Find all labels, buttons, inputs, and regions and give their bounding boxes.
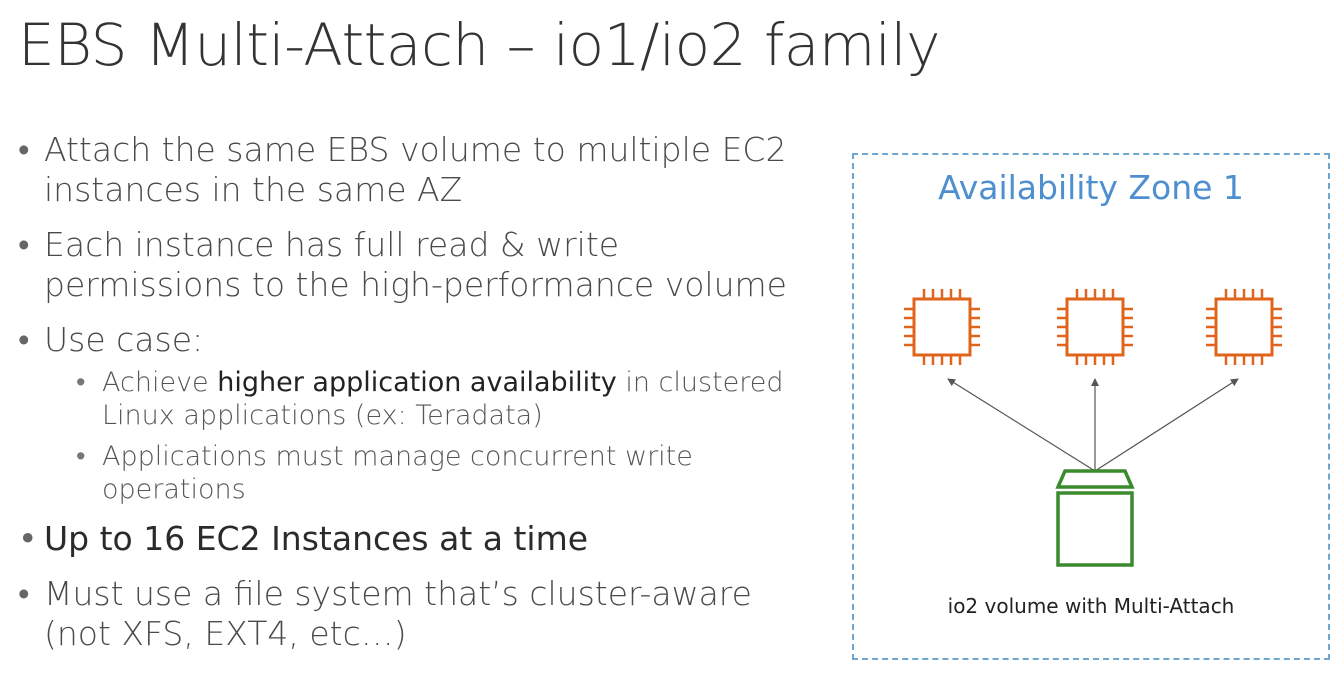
volume-caption: io2 volume with Multi-Attach	[947, 594, 1235, 618]
sub-bullet-availability-emphasis: higher application availability	[217, 367, 617, 398]
use-case-sublist: Achieve higher application availability …	[18, 366, 818, 506]
sub-bullet-concurrent-writes: Applications must manage concurrent writ…	[18, 440, 818, 506]
sub-bullet-availability-prefix: Achieve	[102, 367, 218, 398]
multi-attach-diagram	[904, 289, 1282, 567]
attach-arrow-left	[947, 378, 1096, 472]
bullet-same-az: Attach the same EBS volume to multiple E…	[18, 130, 818, 210]
sub-bullet-availability: Achieve higher application availability …	[18, 366, 818, 432]
ebs-volume-icon	[1055, 469, 1135, 567]
bullet-use-case: Use case:	[18, 320, 818, 360]
bullet-list: Attach the same EBS volume to multiple E…	[18, 130, 818, 669]
ec2-instance-icon	[1057, 289, 1133, 365]
ec2-instance-icon	[904, 289, 980, 365]
attach-arrow-right	[1094, 378, 1239, 472]
bullet-permissions: Each instance has full read & write perm…	[18, 225, 818, 305]
sub-bullet-availability-suffix: in clustered Linux applications (ex: Ter…	[102, 367, 784, 431]
availability-zone-label: Availability Zone 1	[938, 168, 1244, 207]
ec2-instance-icon	[1206, 289, 1282, 365]
bullet-max-instances: Up to 16 EC2 Instances at a time	[18, 519, 818, 559]
slide-title: EBS Multi-Attach – io1/io2 family	[18, 11, 940, 79]
bullet-cluster-aware-fs: Must use a file system that’s cluster-aw…	[18, 574, 818, 654]
availability-zone-box	[852, 153, 1330, 660]
